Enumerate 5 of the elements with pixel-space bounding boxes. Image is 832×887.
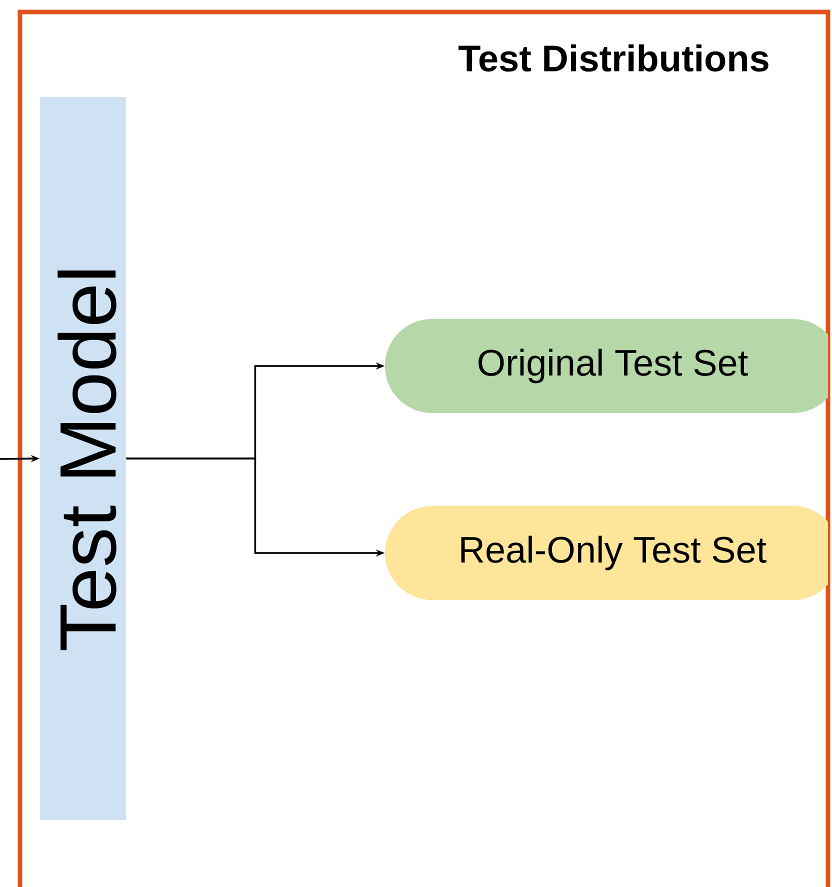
model-bar: Test Model xyxy=(40,97,126,820)
frame-title: Test Distributions xyxy=(458,44,768,72)
distribution-pill: Real-Only Test Set xyxy=(385,506,828,600)
distribution-pill: Original Test Set xyxy=(385,319,828,413)
frame xyxy=(18,10,830,887)
